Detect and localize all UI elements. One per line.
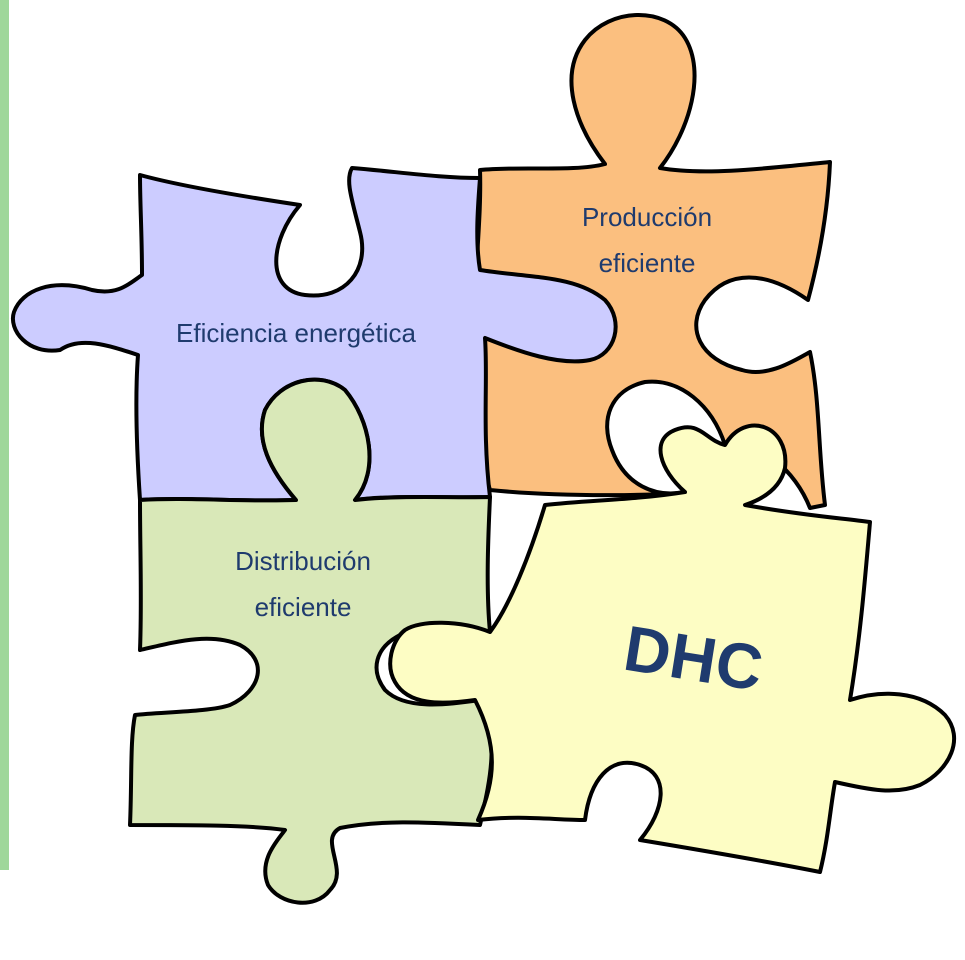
puzzle-piece-dhc: DHC — [388, 423, 957, 874]
distribucion-label-line1: Distribución — [235, 546, 371, 576]
eficiencia-label: Eficiencia energética — [176, 318, 416, 348]
side-accent-bar — [0, 0, 9, 870]
puzzle-piece-eficiencia: Eficiencia energética — [10, 166, 618, 503]
produccion-label-line1: Producción — [582, 202, 712, 232]
distribucion-label-line2: eficiente — [255, 592, 352, 622]
produccion-label-line2: eficiente — [599, 248, 696, 278]
puzzle-piece-produccion: Producción eficiente — [472, 13, 832, 510]
puzzle-piece-dhc-shape — [388, 423, 957, 874]
puzzle-piece-produccion-shape — [472, 13, 832, 510]
puzzle-piece-distribucion: Distribución eficiente — [128, 377, 494, 905]
